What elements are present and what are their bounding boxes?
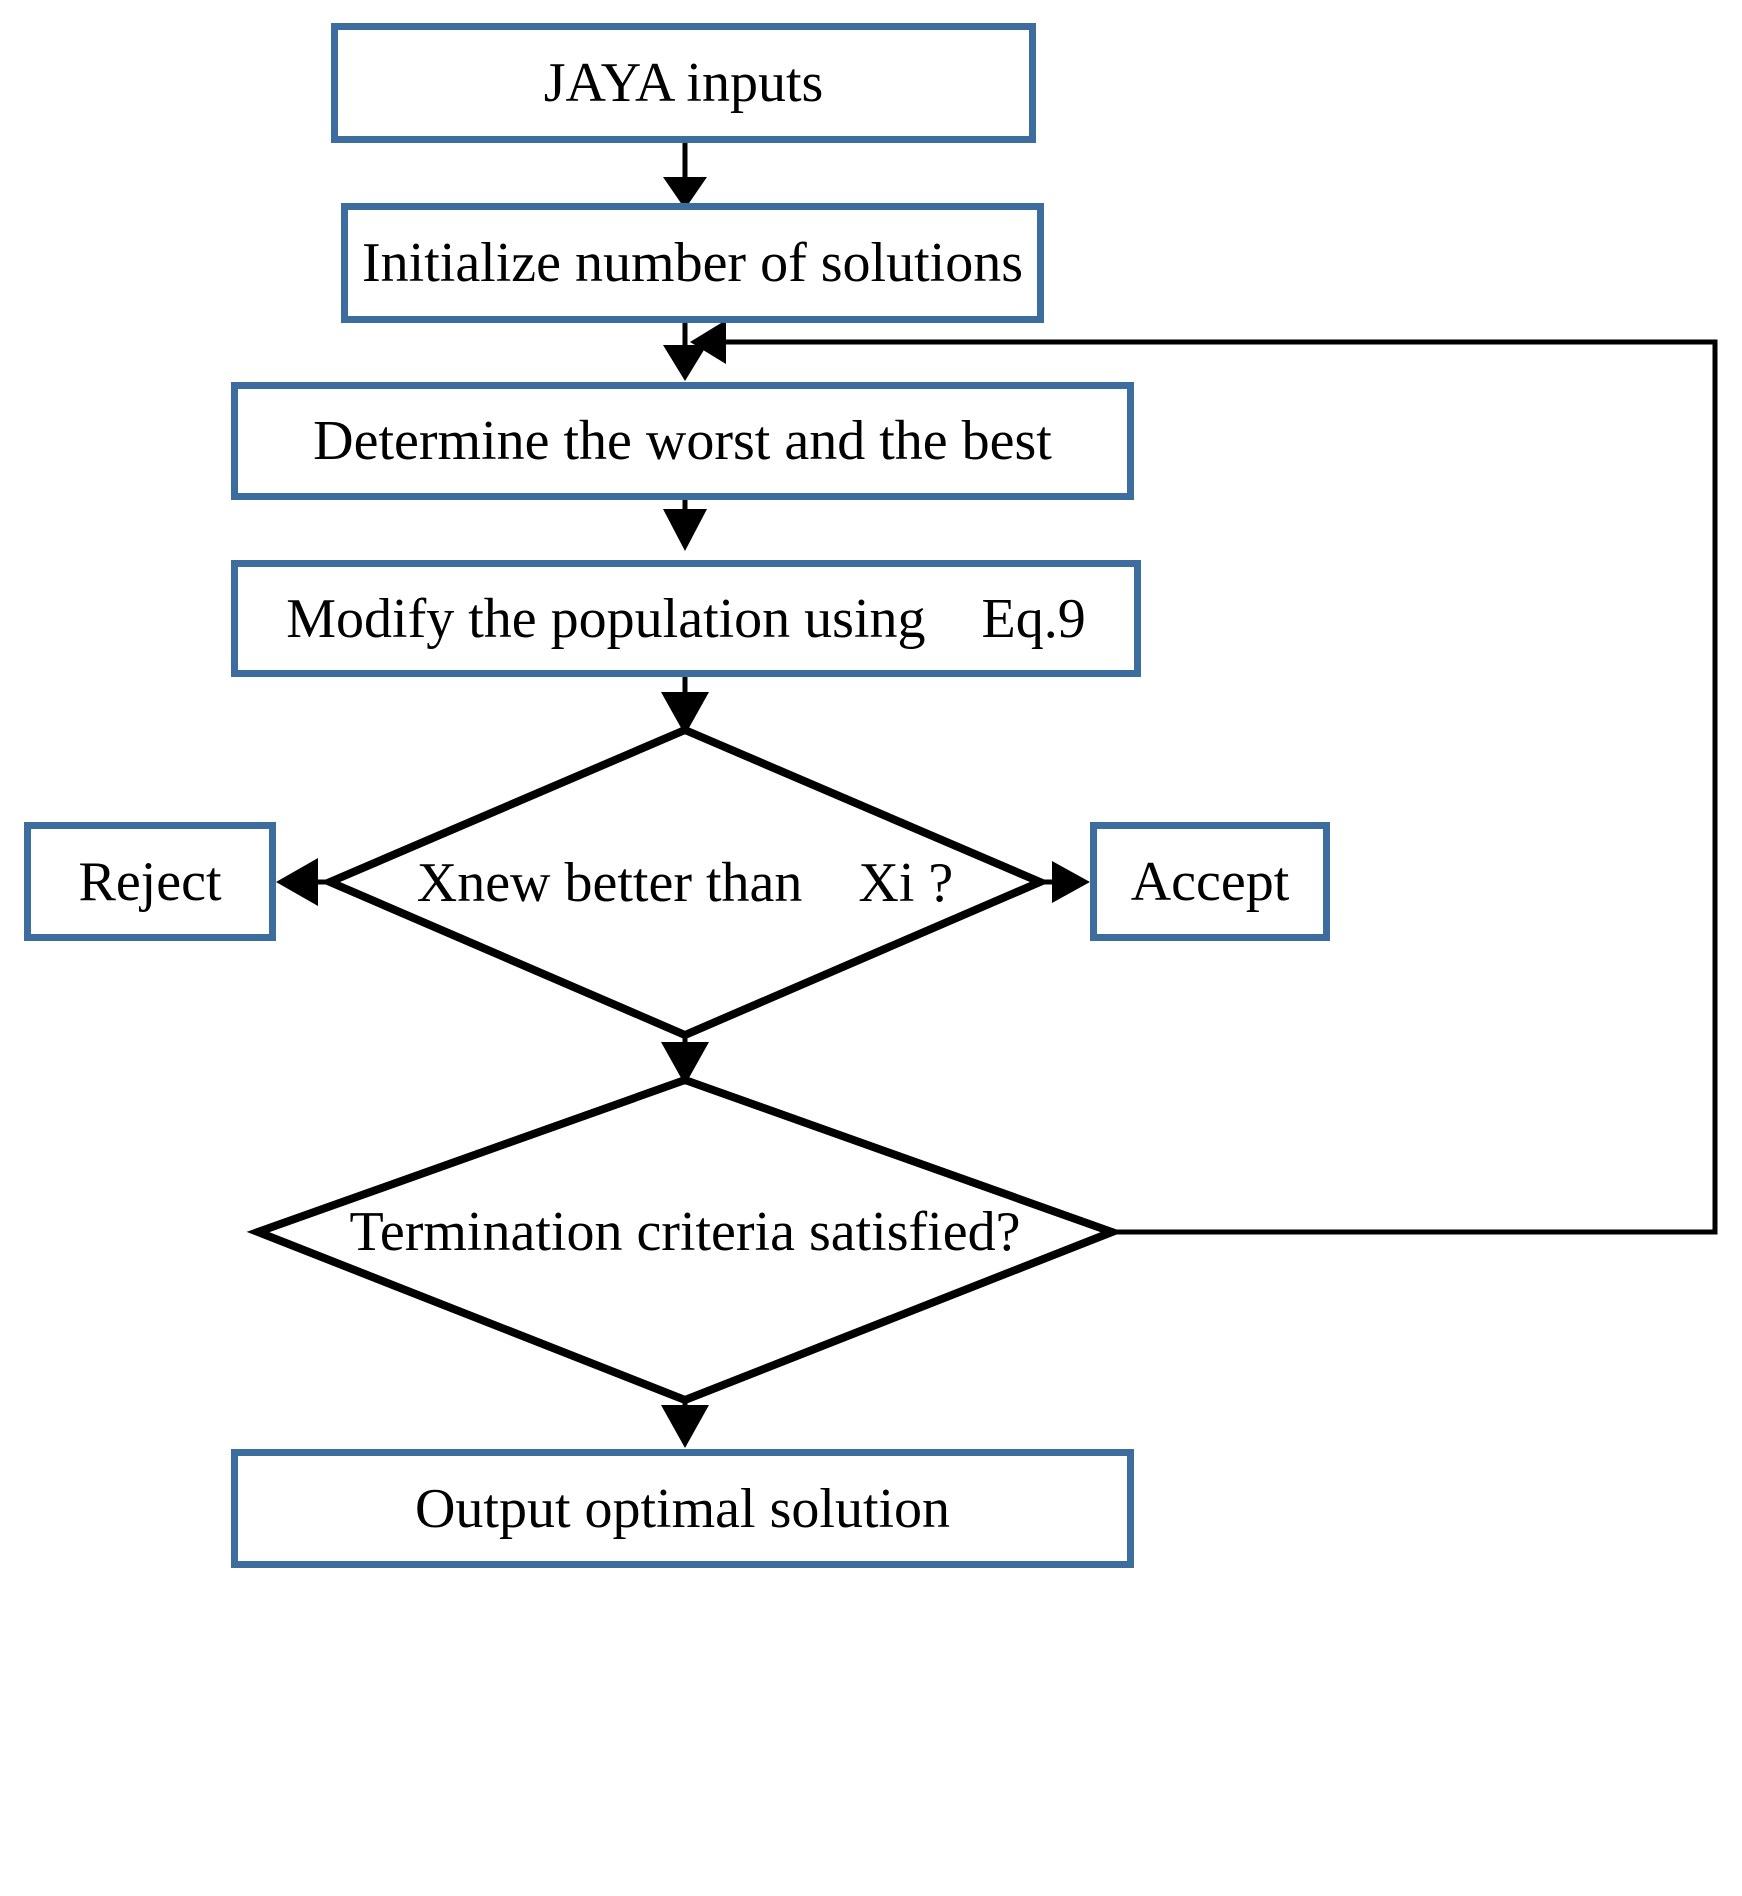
node-termination-label: Termination criteria satisfied?: [349, 1200, 1021, 1263]
node-determine[interactable]: Determine the worst and the best: [231, 382, 1134, 500]
edge-determine-to-modify: [663, 499, 707, 551]
node-jaya-inputs-label: JAYA inputs: [543, 52, 824, 114]
node-initialize[interactable]: Initialize number of solutions: [341, 203, 1044, 323]
node-jaya-inputs[interactable]: JAYA inputs: [331, 23, 1036, 143]
edge-compare-to-accept: [1040, 861, 1090, 903]
edge-compare-to-termination: [661, 1035, 709, 1085]
node-accept[interactable]: Accept: [1090, 822, 1330, 941]
node-reject-label: Reject: [78, 850, 222, 913]
node-compare-label: Xnew better than Xi ?: [416, 851, 954, 914]
node-reject[interactable]: Reject: [24, 822, 276, 941]
edge-modify-to-compare: [661, 676, 709, 735]
edge-inputs-to-initialize: [663, 143, 707, 209]
node-compare[interactable]: Xnew better than Xi ?: [385, 845, 985, 920]
edge-termination-to-output: [661, 1400, 709, 1448]
node-output[interactable]: Output optimal solution: [231, 1449, 1134, 1568]
edge-initialize-to-determine: [663, 322, 707, 381]
node-accept-label: Accept: [1130, 850, 1290, 913]
node-modify-label: Modify the population using Eq.9: [286, 587, 1086, 650]
node-output-label: Output optimal solution: [414, 1477, 951, 1540]
node-initialize-label: Initialize number of solutions: [362, 232, 1023, 294]
node-modify[interactable]: Modify the population using Eq.9: [231, 560, 1141, 677]
node-determine-label: Determine the worst and the best: [313, 410, 1052, 472]
node-termination[interactable]: Termination criteria satisfied?: [310, 1194, 1060, 1269]
edge-compare-to-reject: [276, 858, 330, 906]
